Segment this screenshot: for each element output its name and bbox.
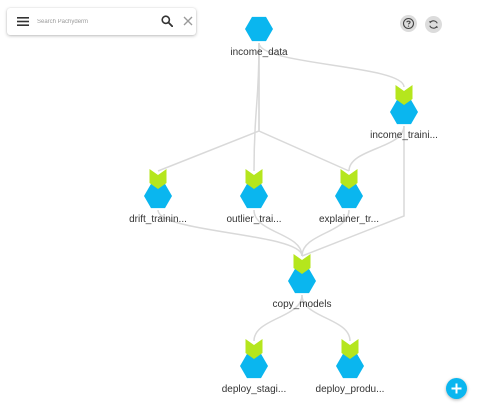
dag-node-income-train[interactable]: income_traini... <box>370 85 438 141</box>
dag-edge <box>301 294 351 342</box>
node-label: drift_trainin... <box>129 214 187 225</box>
search-input[interactable] <box>35 13 149 31</box>
pipeline-chevron-icon <box>293 254 311 274</box>
pipeline-hexagon-icon <box>336 353 364 379</box>
node-label: income_data <box>230 47 288 58</box>
repo-hexagon-icon <box>245 16 273 42</box>
pipeline-hexagon-icon <box>240 353 268 379</box>
dag-node-drift-train[interactable]: drift_trainin... <box>129 169 187 225</box>
node-label: copy_models <box>273 299 332 310</box>
pipeline-hexagon-icon <box>390 99 418 125</box>
node-label: income_traini... <box>370 130 438 141</box>
dag-node-copy-models[interactable]: copy_models <box>273 254 332 310</box>
refresh-icon <box>429 20 438 29</box>
add-button[interactable] <box>446 378 467 399</box>
pipeline-chevron-icon <box>395 85 413 105</box>
pipeline-hexagon-icon <box>144 183 172 209</box>
pipeline-chevron-icon <box>341 339 359 359</box>
dag-nodes: income_data income_traini... drift_trainin… <box>129 16 438 395</box>
pipeline-chevron-icon <box>245 169 263 189</box>
dag-edge <box>157 209 303 257</box>
dag-edge <box>301 209 350 257</box>
dag-node-deploy-staging[interactable]: deploy_stagi... <box>222 339 287 395</box>
search-icon[interactable] <box>161 15 173 27</box>
search-bar <box>7 8 196 35</box>
dag-edges <box>157 42 405 342</box>
pipeline-hexagon-icon <box>288 268 316 294</box>
node-label: deploy_stagi... <box>222 384 287 395</box>
dag-node-deploy-production[interactable]: deploy_produ... <box>316 339 385 395</box>
dag-edge <box>348 125 405 172</box>
dag-edge <box>253 209 303 257</box>
dag-node-outlier-train[interactable]: outlier_trai... <box>226 169 282 225</box>
node-label: outlier_trai... <box>226 214 281 225</box>
dag-node-explainer-train[interactable]: explainer_tr... <box>319 169 379 225</box>
dag-edge <box>301 126 405 257</box>
help-button[interactable] <box>400 15 417 32</box>
dag-edge <box>157 43 260 172</box>
node-label: explainer_tr... <box>319 214 379 225</box>
refresh-button[interactable] <box>425 16 442 33</box>
dag-edge <box>258 43 350 172</box>
plus-icon <box>451 383 462 394</box>
menu-icon[interactable] <box>17 16 29 27</box>
dag-node-income-data[interactable]: income_data <box>230 16 288 58</box>
pipeline-hexagon-icon <box>240 183 268 209</box>
pipeline-chevron-icon <box>245 339 263 359</box>
help-icon <box>402 17 415 30</box>
dag-edge <box>258 42 405 88</box>
node-label: deploy_produ... <box>316 384 385 395</box>
close-icon[interactable] <box>183 16 193 26</box>
pipeline-chevron-icon <box>340 169 358 189</box>
dag-edge <box>253 294 303 342</box>
pipeline-hexagon-icon <box>335 183 363 209</box>
pipeline-chevron-icon <box>149 169 167 189</box>
